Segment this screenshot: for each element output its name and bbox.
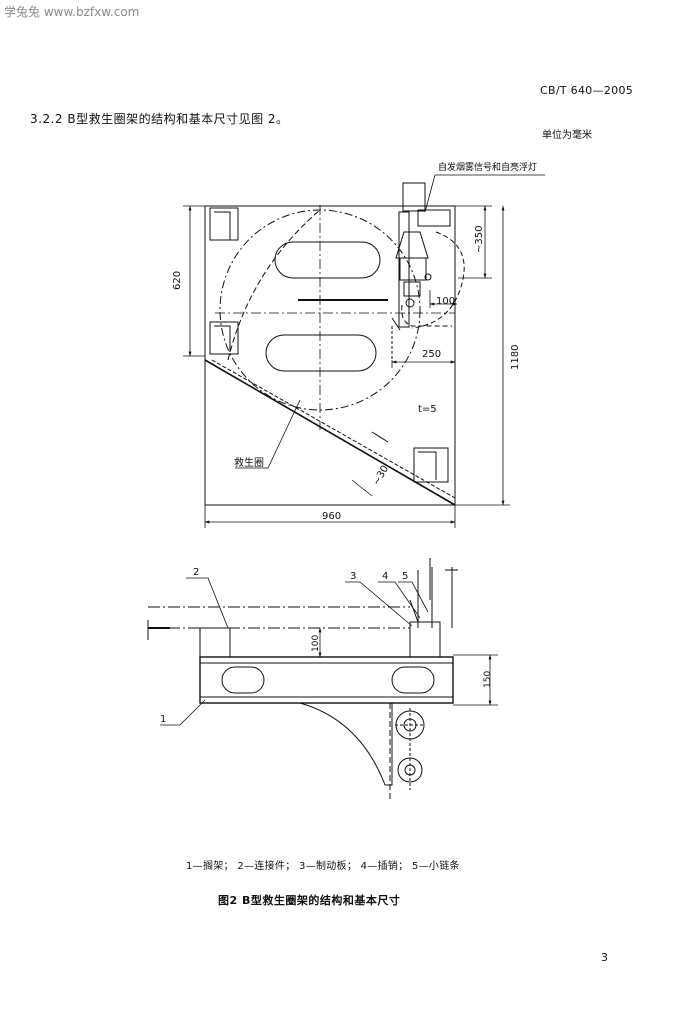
- callout-1: 1: [160, 714, 166, 725]
- dim-30: ~30: [371, 464, 391, 488]
- dim-100-side: 100: [311, 635, 321, 652]
- dim-250: 250: [422, 349, 441, 360]
- top-view-drawing: [204, 182, 465, 506]
- dim-1180: 1180: [510, 345, 521, 370]
- lamp-callout: 自发烟雾信号和自亮浮灯: [438, 161, 537, 173]
- figure-caption: 图2 B型救生圈架的结构和基本尺寸: [218, 894, 401, 907]
- watermark: 学兔兔 www.bzfxw.com: [4, 5, 140, 19]
- section-heading: 3.2.2 B型救生圈架的结构和基本尺寸见图 2。: [30, 112, 289, 126]
- lifebuoy-label: 救生圈: [234, 456, 264, 469]
- standard-number: CB/T 640—2005: [540, 84, 634, 97]
- top-dimension-labels: 620 ~350 100 250 1180 t=5 救生圈 ~30 960 自发…: [172, 161, 537, 522]
- dim-960: 960: [322, 511, 341, 522]
- callout-2: 2: [193, 567, 199, 578]
- side-labels: 2 3 4 5 1 100 150: [160, 567, 493, 725]
- side-view-drawing: [147, 558, 458, 800]
- top-dimensions: [183, 174, 545, 528]
- callout-5: 5: [402, 571, 408, 582]
- side-dimensions: [160, 577, 498, 726]
- unit-note: 单位为毫米: [542, 130, 592, 141]
- figure-legend: 1—搁架； 2—连接件； 3—制动板； 4—插销； 5—小链条: [186, 861, 460, 872]
- dim-150: 150: [483, 671, 493, 688]
- page-number: 3: [601, 951, 608, 964]
- dim-100-top: 100: [436, 296, 455, 307]
- callout-3: 3: [350, 571, 356, 582]
- callout-4: 4: [382, 571, 388, 582]
- dim-350: ~350: [474, 226, 485, 253]
- dim-620: 620: [172, 271, 183, 290]
- thickness-label: t=5: [418, 404, 437, 415]
